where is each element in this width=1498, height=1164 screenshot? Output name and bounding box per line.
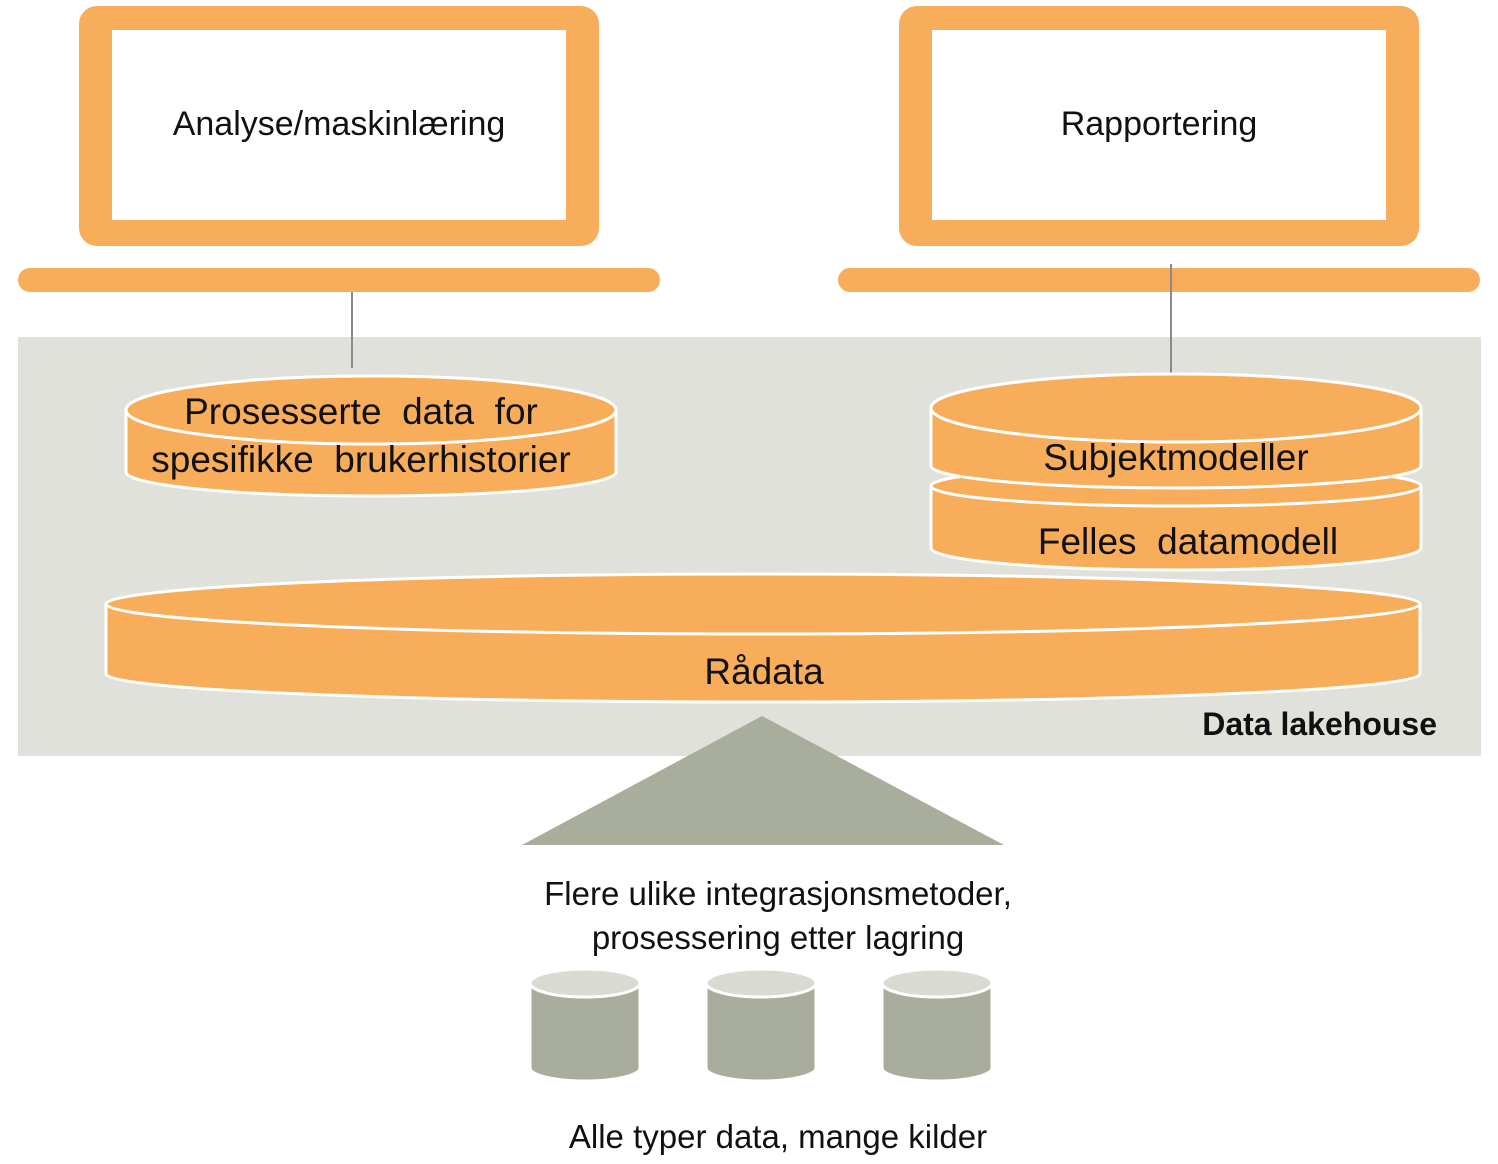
subject-models-cylinder-icon (929, 372, 1423, 490)
database-icon (880, 967, 994, 1083)
laptop-left-label: Analyse/maskinlæring (173, 105, 506, 143)
subject-models-label: Subjektmodeller (1043, 437, 1308, 478)
database-icon (704, 967, 818, 1083)
laptop-right-icon (838, 6, 1480, 292)
laptop-left-icon (18, 6, 660, 292)
common-model-label: Felles datamodell (1038, 521, 1338, 562)
lakehouse-title: Data lakehouse (1202, 706, 1437, 742)
laptop-right-label: Rapportering (1061, 105, 1258, 143)
processed-data-line1: Prosesserte data for (184, 391, 538, 432)
integration-line2: prosessering etter lagring (592, 919, 964, 956)
integration-triangle-icon (522, 716, 1004, 845)
processed-data-cylinder-icon (124, 374, 618, 498)
raw-data-label: Rådata (704, 651, 824, 692)
processed-data-line2: spesifikke brukerhistorier (151, 439, 570, 480)
database-icon (528, 967, 642, 1083)
raw-data-cylinder-icon (104, 572, 1422, 704)
integration-line1: Flere ulike integrasjonsmetoder, (544, 875, 1012, 912)
sources-label: Alle typer data, mange kilder (569, 1118, 987, 1155)
